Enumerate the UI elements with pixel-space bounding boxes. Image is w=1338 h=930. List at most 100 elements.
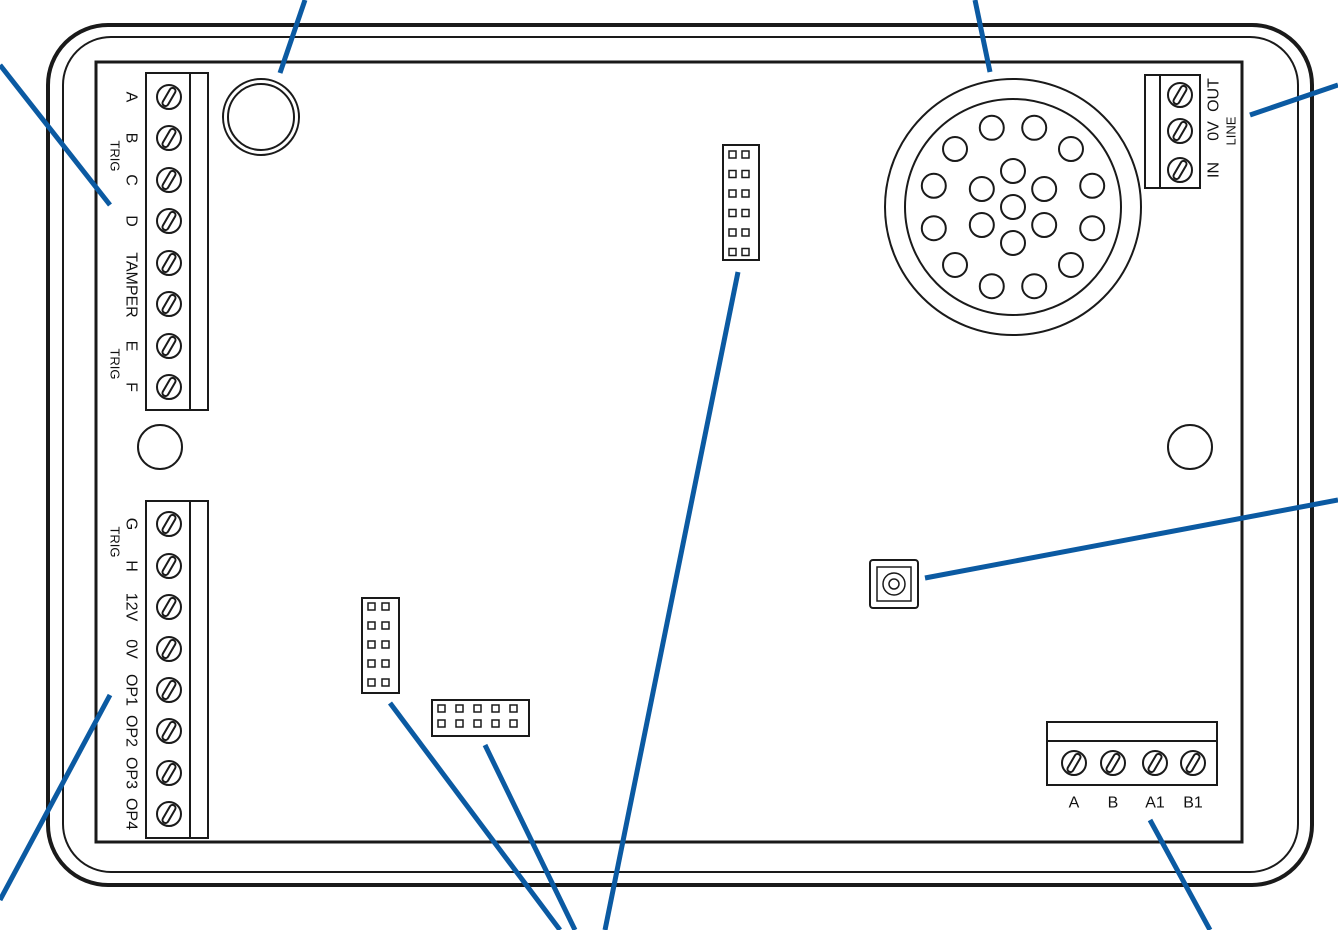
trig-label: TRIG	[108, 348, 123, 379]
terminal-screw[interactable]	[156, 208, 182, 234]
terminal-label: E	[123, 341, 140, 352]
header-pin	[741, 247, 750, 257]
terminal-label: C	[123, 174, 140, 186]
header-pin	[455, 704, 464, 713]
speaker-hole	[920, 215, 947, 242]
terminal-screw[interactable]	[156, 167, 182, 193]
speaker-hole	[1021, 273, 1048, 300]
header-pin	[437, 719, 446, 728]
trig-label: TRIG	[108, 526, 123, 557]
terminal-screw[interactable]	[156, 760, 182, 786]
speaker-hole	[942, 136, 969, 163]
header-pin	[728, 169, 737, 179]
speaker-hole	[968, 176, 995, 202]
header-pin	[437, 704, 446, 713]
terminal-screw[interactable]	[156, 291, 182, 317]
terminal-screw[interactable]	[1167, 157, 1193, 183]
speaker-hole	[978, 273, 1005, 300]
terminal-screw[interactable]	[156, 125, 182, 151]
header-pin	[381, 678, 390, 687]
header-top	[722, 144, 760, 261]
terminal-label: IN	[1206, 162, 1223, 178]
header-pin	[491, 719, 500, 728]
terminal-screw[interactable]	[1167, 118, 1193, 144]
header-pin	[509, 719, 518, 728]
header-pin	[728, 228, 737, 237]
terminal-screw[interactable]	[156, 553, 182, 579]
terminal-screw[interactable]	[1061, 750, 1087, 776]
header-pin	[728, 208, 737, 218]
terminal-screw[interactable]	[156, 636, 182, 662]
speaker-hole	[1057, 136, 1084, 163]
terminal-label: OP3	[123, 757, 140, 789]
speaker-hole	[1000, 158, 1026, 184]
header-pin	[381, 659, 390, 668]
terminal-label: A	[1069, 795, 1080, 812]
header-pin	[473, 719, 482, 728]
terminal-screw[interactable]	[156, 718, 182, 744]
mounting-hole-left	[137, 424, 183, 470]
tamper-hole-inner	[227, 83, 295, 151]
header-pin	[367, 678, 376, 687]
header-horizontal	[431, 699, 530, 737]
terminal-label: OP2	[123, 715, 140, 747]
terminal-label: A	[123, 92, 140, 103]
case-outer	[46, 23, 1314, 887]
header-pin	[728, 189, 737, 198]
case-inner	[62, 36, 1299, 873]
terminal-block-top-left	[145, 72, 209, 411]
terminal-block-bus	[1046, 721, 1218, 786]
terminal-screw[interactable]	[1142, 750, 1168, 776]
speaker-hole	[942, 251, 969, 278]
circuit-board	[94, 60, 1244, 844]
mounting-hole-right	[1167, 424, 1213, 470]
terminal-screw[interactable]	[1167, 82, 1193, 108]
terminal-screw[interactable]	[1100, 750, 1126, 776]
terminal-block-bottom-left	[145, 500, 209, 839]
speaker-hole	[1079, 215, 1106, 242]
header-pin	[381, 602, 390, 611]
terminal-screw[interactable]	[156, 677, 182, 703]
terminal-screw[interactable]	[156, 374, 182, 400]
speaker-inner	[904, 98, 1122, 316]
terminal-screw[interactable]	[156, 333, 182, 359]
terminal-screw[interactable]	[156, 511, 182, 537]
speaker-hole	[1057, 251, 1084, 278]
header-pin	[509, 704, 518, 713]
header-pin	[381, 640, 390, 649]
speaker-hole	[1079, 172, 1106, 199]
header-pin	[741, 150, 750, 159]
terminal-screw[interactable]	[1180, 750, 1206, 776]
terminal-screw[interactable]	[156, 84, 182, 110]
terminal-label: G	[123, 518, 140, 530]
header-pin	[455, 719, 464, 728]
terminal-screw[interactable]	[156, 801, 182, 827]
terminal-label: TAMPER	[123, 252, 140, 317]
header-pin	[367, 602, 376, 611]
header-pin	[728, 247, 737, 257]
speaker-hole	[1031, 212, 1058, 238]
terminal-label: 12V	[123, 593, 140, 622]
header-pin	[741, 189, 750, 198]
header-pin	[741, 228, 750, 237]
terminal-label: OUT	[1206, 78, 1223, 112]
terminal-label: B1	[1183, 795, 1203, 812]
line-label: LINE	[1224, 116, 1239, 145]
tamper-hole	[222, 78, 300, 156]
speaker-hole	[920, 172, 947, 199]
header-pin	[728, 150, 737, 159]
header-pin	[741, 169, 750, 179]
terminal-block-line	[1144, 74, 1201, 189]
speaker-hole	[1021, 114, 1048, 141]
terminal-label: H	[123, 560, 140, 572]
reset-button[interactable]	[869, 559, 919, 609]
terminal-screw[interactable]	[156, 250, 182, 276]
terminal-label: OP4	[123, 798, 140, 830]
terminal-label: F	[123, 382, 140, 392]
header-pin	[367, 659, 376, 668]
header-pin	[367, 621, 376, 630]
speaker-outer	[884, 78, 1142, 336]
speaker-hole	[1031, 176, 1058, 202]
terminal-screw[interactable]	[156, 594, 182, 620]
